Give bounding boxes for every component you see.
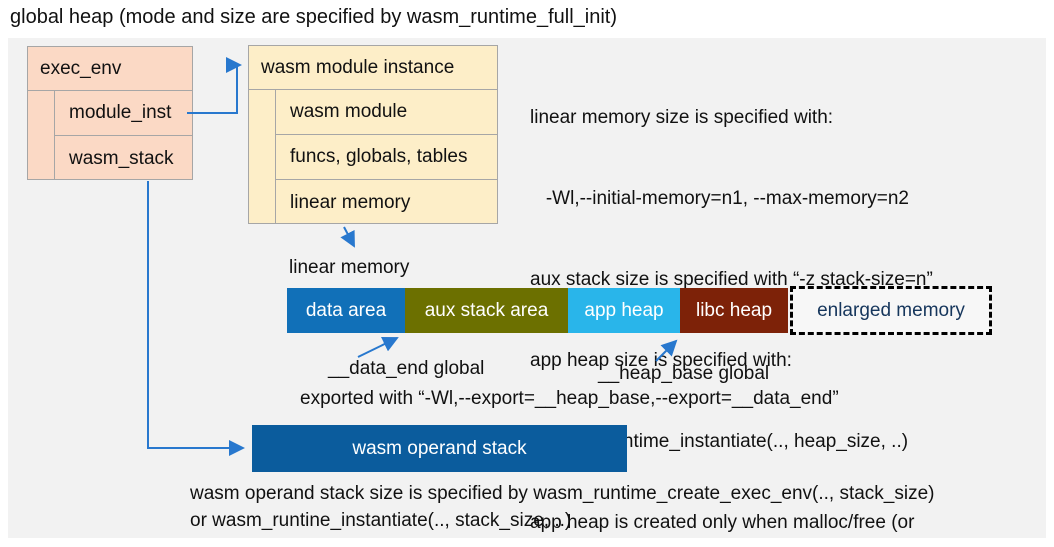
module-instance-header: wasm module instance <box>249 46 497 90</box>
note-line: or wasm_runtine_instantiate(.., stack_si… <box>190 510 572 531</box>
segment-aux-stack-area: aux stack area <box>405 288 568 333</box>
diagram-title: global heap (mode and size are specified… <box>10 6 617 28</box>
wasm-operand-stack-bar: wasm operand stack <box>252 425 627 472</box>
data-end-global-label: __data_end global <box>328 358 485 379</box>
operand-stack-notes: wasm operand stack size is specified by … <box>190 480 935 534</box>
export-note: exported with “-Wl,--export=__heap_base,… <box>300 388 839 409</box>
note-line: wasm operand stack size is specified by … <box>190 483 935 504</box>
note-line: app heap is created only when malloc/fre… <box>530 512 915 533</box>
exec-env-row-wasm-stack: wasm_stack <box>69 147 174 169</box>
module-instance-row-funcs-globals-tables: funcs, globals, tables <box>276 135 497 180</box>
segment-label: enlarged memory <box>817 299 965 321</box>
note-line: app heap size is specified with: <box>530 350 792 371</box>
note-line: aux stack size is specified with “-z sta… <box>530 269 933 290</box>
segment-label: app heap <box>584 299 664 321</box>
exec-env-header: exec_env <box>28 47 192 91</box>
segment-data-area: data area <box>287 288 405 333</box>
module-instance-box: wasm module instance wasm module funcs, … <box>248 45 498 224</box>
segment-libc-heap: libc heap <box>680 288 788 333</box>
wasm-operand-stack-label: wasm operand stack <box>352 437 527 459</box>
module-instance-row-linear-memory: linear memory <box>290 191 411 213</box>
exec-env-body: module_inst wasm_stack <box>54 91 192 179</box>
exec-env-box: exec_env module_inst wasm_stack <box>27 46 193 180</box>
linear-memory-label: linear memory <box>289 257 410 278</box>
module-instance-body: wasm module funcs, globals, tables linea… <box>275 90 497 223</box>
segment-label: data area <box>305 299 387 321</box>
segment-label: aux stack area <box>424 299 549 321</box>
note-line: -Wl,--initial-memory=n1, --max-memory=n2 <box>530 188 909 209</box>
heap-base-global-label: __heap_base global <box>598 363 770 384</box>
segment-label: libc heap <box>695 299 773 321</box>
exec-env-row-module-inst: module_inst <box>55 91 192 136</box>
segment-enlarged-memory: enlarged memory <box>790 286 992 335</box>
note-line: linear memory size is specified with: <box>530 107 834 128</box>
module-instance-row-wasm-module: wasm module <box>276 90 497 135</box>
segment-app-heap: app heap <box>568 288 680 333</box>
